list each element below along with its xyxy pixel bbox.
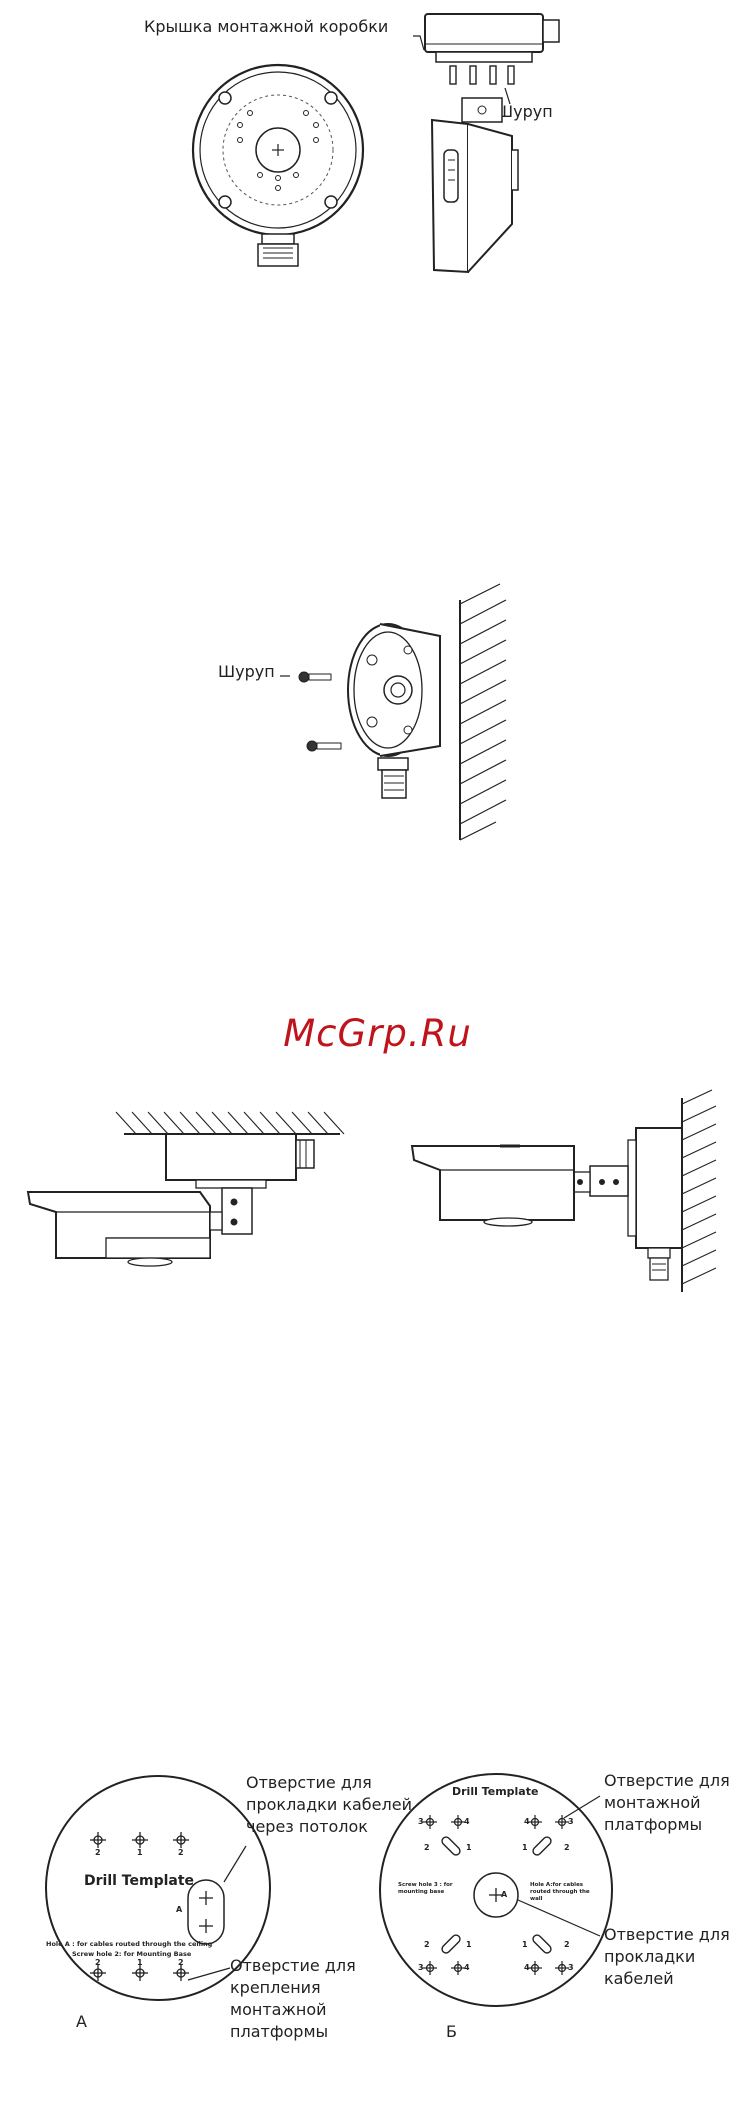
template-b-hole-label: 3 <box>418 1817 424 1826</box>
template-a-caption: А <box>76 2012 87 2031</box>
wall-mounted-camera <box>410 1089 717 1292</box>
template-a-hole-num: 2 <box>95 1958 101 1967</box>
template-b-hole-label: 2 <box>424 1843 430 1852</box>
template-b-note-left: Screw hole 3 : for mounting base <box>398 1882 453 1895</box>
template-b-hole-label: 4 <box>524 1817 530 1826</box>
template-a-hole-num: 2 <box>178 1958 184 1967</box>
camera-with-lid-side-view <box>424 13 560 274</box>
template-a-hole-num: 1 <box>137 1848 143 1857</box>
template-b-hole-label: 1 <box>466 1940 472 1949</box>
template-b-hole-label: 2 <box>564 1843 570 1852</box>
watermark: McGrp.Ru <box>283 1012 472 1055</box>
screw-label-2: Шуруп <box>218 662 275 681</box>
template-a-note-2: Screw hole 2: for Mounting Base <box>72 1950 192 1958</box>
template-b-hole-label: 1 <box>522 1940 528 1949</box>
template-b-hole-label: 4 <box>464 1817 470 1826</box>
template-b-hole-label: 4 <box>524 1963 530 1972</box>
template-a-hole-num: 1 <box>137 1958 143 1967</box>
template-a-hole-a-mark: A <box>176 1905 183 1914</box>
template-b-caption: Б <box>446 2022 457 2041</box>
drill-template-a <box>45 1775 271 2001</box>
junction-box-top-view <box>191 35 425 267</box>
template-a-title: Drill Template <box>84 1873 195 1889</box>
screw-label: Шуруп <box>496 102 553 121</box>
ceiling-mounted-camera <box>26 1111 345 1267</box>
template-b-title: Drill Template <box>452 1785 539 1798</box>
template-b-hole-label: 2 <box>424 1940 430 1949</box>
template-a-hole-num: 2 <box>95 1848 101 1857</box>
template-b-hole-label: 1 <box>466 1843 472 1852</box>
template-b-hole-label: 3 <box>418 1963 424 1972</box>
template-b-hole-label: 3 <box>568 1963 574 1972</box>
template-b-hole-label: 4 <box>464 1963 470 1972</box>
junction-box-lid-label: Крышка монтажной коробки <box>144 17 389 36</box>
template-a-callout-mount-hole: Отверстие для крепления монтажной платфо… <box>230 1956 356 2041</box>
template-b-callout-cable-hole: Отверстие для прокладки кабелей <box>604 1925 730 1988</box>
template-b-callout-mount-hole: Отверстие для монтажной платформы <box>604 1771 730 1834</box>
template-b-hole-label: 2 <box>564 1940 570 1949</box>
template-a-note-1: Hole A : for cables routed through the c… <box>46 1940 213 1948</box>
drill-template-b <box>379 1773 613 2007</box>
template-b-hole-a-mark: A <box>501 1890 508 1899</box>
template-a-callout-cable-hole: Отверстие для прокладки кабелей через по… <box>246 1773 412 1836</box>
wall-mount-drawing <box>280 583 507 841</box>
template-b-note-right: Hole A:for cables routed through the wal… <box>530 1882 590 1902</box>
template-a-hole-num: 2 <box>178 1848 184 1857</box>
template-b-hole-label: 1 <box>522 1843 528 1852</box>
template-b-hole-label: 3 <box>568 1817 574 1826</box>
